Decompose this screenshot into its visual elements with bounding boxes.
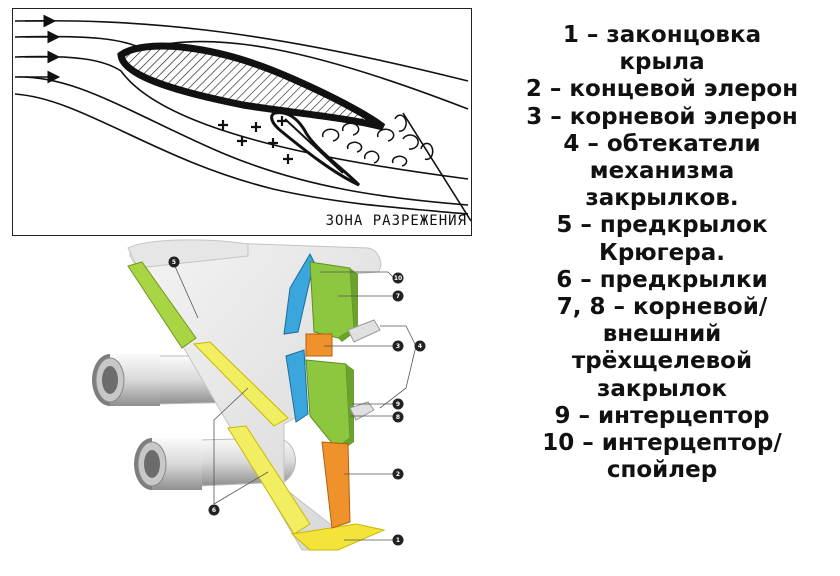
vortices	[321, 114, 434, 167]
legend-line: 1 – законцовка	[562, 22, 762, 48]
pressure-signs	[218, 116, 293, 164]
krueger-flap	[127, 261, 197, 349]
callout-6: 6	[208, 504, 220, 516]
legend-line: крыла	[619, 49, 705, 76]
streamline	[14, 55, 469, 180]
callout-3: 3	[392, 340, 404, 352]
svg-text:7: 7	[396, 293, 400, 300]
wing-root	[127, 239, 249, 269]
engine-outer	[134, 437, 296, 490]
legend-line: 2 – концевой элерон	[525, 76, 799, 103]
legend-line: механизма	[589, 158, 735, 185]
svg-text:9: 9	[396, 401, 400, 408]
svg-text:3: 3	[396, 343, 400, 350]
flap-7-shadow	[338, 268, 358, 342]
callout-7: 7	[392, 290, 404, 302]
airfoil-drawing	[14, 14, 471, 222]
interceptor-9	[285, 349, 309, 423]
aileron-tip-2	[321, 441, 351, 529]
svg-text:6: 6	[212, 507, 216, 514]
slat-inner	[192, 341, 289, 427]
legend-line: 6 – предкрылки	[556, 266, 768, 293]
zone-boundary	[402, 112, 471, 222]
legend: 1 – законцовка крыла 2 – концевой элерон…	[492, 22, 832, 484]
legend-line: спойлер	[606, 457, 718, 484]
legend-line: трёхщелевой	[571, 348, 753, 375]
callout-8: 8	[392, 411, 404, 423]
fairings	[347, 319, 381, 421]
legend-line: 7, 8 – корневой/	[556, 294, 768, 321]
wing-diagram: 10 7 3 4 9 8 2 1	[92, 239, 426, 551]
callout-4: 4	[414, 340, 426, 352]
flow-arrows	[25, 14, 61, 84]
streamlines	[14, 19, 469, 215]
callout-5: 5	[168, 256, 180, 268]
streamline	[14, 93, 469, 215]
legend-line: закрылок	[596, 375, 727, 402]
svg-text:8: 8	[396, 414, 400, 421]
callout-10: 10	[392, 272, 404, 284]
legend-line: 4 – обтекатели	[563, 130, 761, 157]
callouts: 10 7 3 4 9 8 2 1	[168, 256, 426, 546]
svg-text:5: 5	[172, 259, 176, 266]
legend-line: 3 – корневой элерон	[526, 103, 798, 130]
flap-7	[309, 261, 355, 339]
airfoil-diagram: ЗОНА РАЗРЕЖЕНИЯ	[12, 8, 472, 236]
svg-text:1: 1	[396, 537, 400, 544]
streamline	[14, 19, 469, 82]
zone-label: ЗОНА РАЗРЕЖЕНИЯ	[325, 213, 467, 229]
legend-line: внешний	[602, 321, 722, 348]
legend-line: закрылков.	[585, 185, 739, 212]
wing-section	[117, 42, 386, 131]
aileron-root-3	[305, 333, 333, 357]
flap-8	[305, 359, 351, 449]
slat-outer	[227, 425, 311, 535]
flap-section	[270, 111, 361, 187]
callout-2: 2	[392, 468, 404, 480]
callout-9: 9	[392, 398, 404, 410]
interceptor-10	[283, 252, 315, 335]
svg-text:10: 10	[394, 275, 402, 282]
legend-line: 10 – интерцептор/	[542, 430, 782, 457]
svg-text:4: 4	[418, 343, 422, 350]
callout-1: 1	[392, 534, 404, 546]
svg-text:2: 2	[396, 471, 400, 478]
legend-line: 9 – интерцептор	[554, 402, 770, 429]
legend-line: 5 – предкрылок	[556, 212, 768, 239]
callout-lines	[173, 263, 417, 541]
legend-line: Крюгера.	[599, 239, 725, 266]
flap-8-shadow	[336, 364, 354, 452]
streamline	[14, 76, 469, 206]
